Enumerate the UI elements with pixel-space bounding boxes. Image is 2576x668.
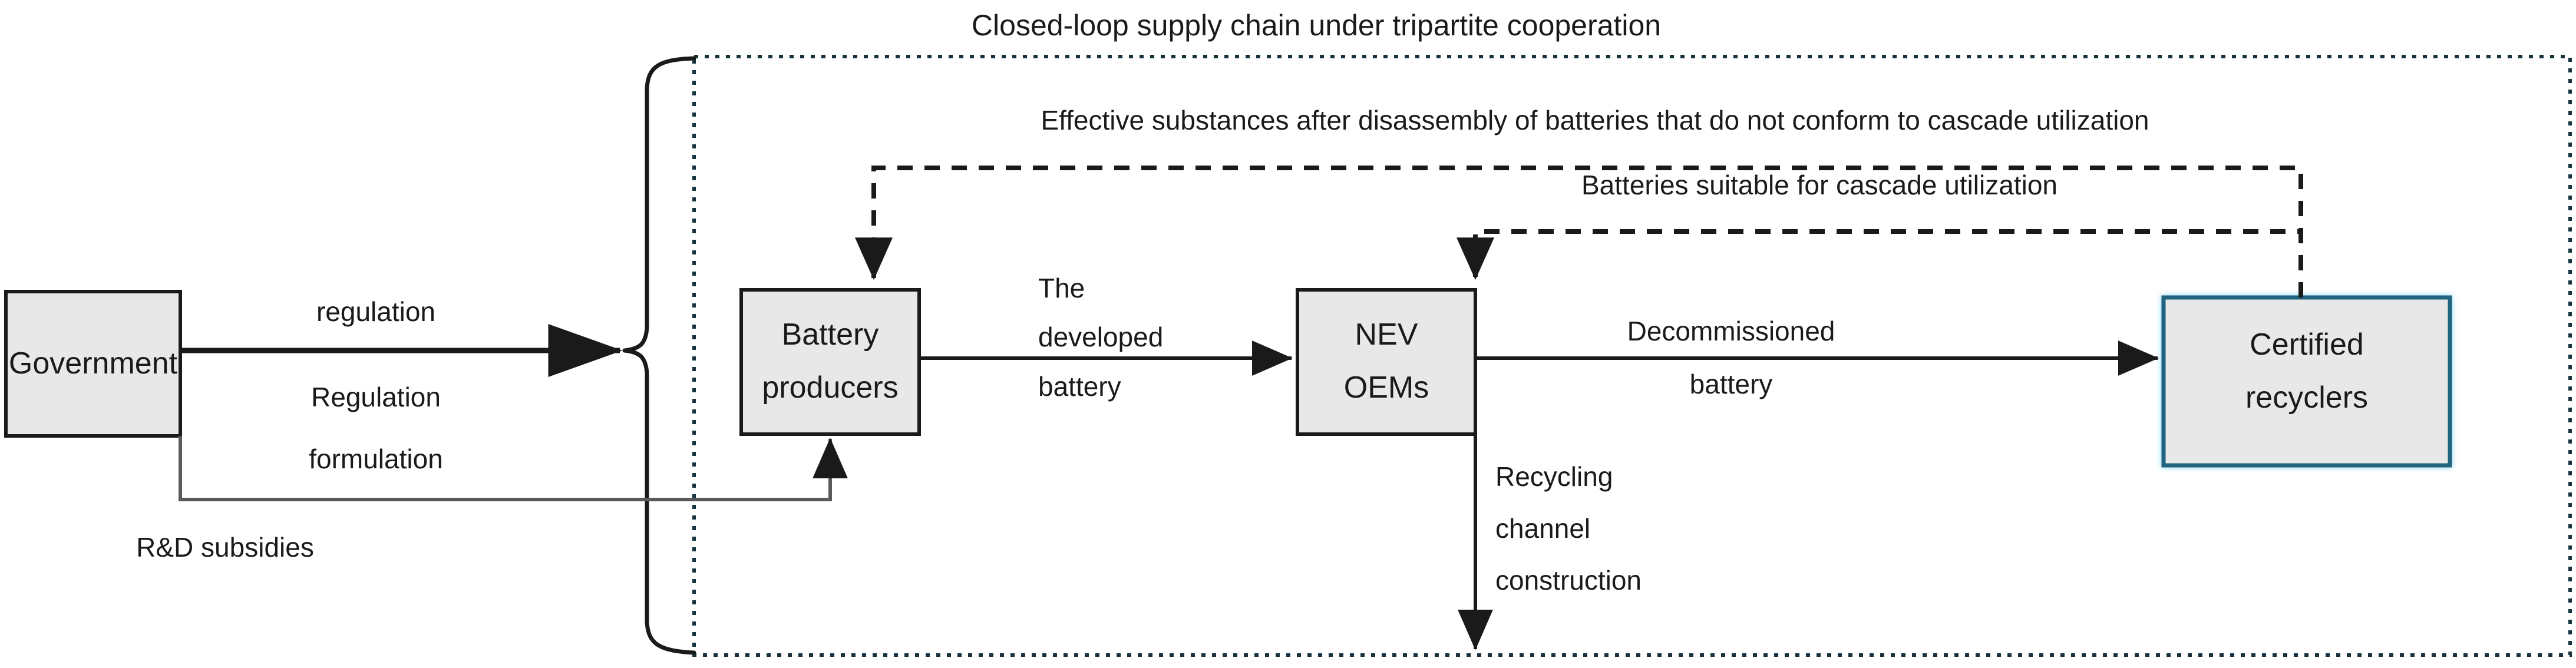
node-battery-producers-box[interactable]: [739, 288, 921, 436]
diagram-title: Closed-loop supply chain under tripartit…: [972, 9, 1661, 42]
edge-label-developed-battery-line2: developed: [1038, 322, 1163, 352]
edge-label-regulation-formulation-line1: Regulation: [311, 382, 441, 412]
edge-label-decommissioned-line1: Decommissioned: [1627, 316, 1835, 346]
node-nev-oems-box[interactable]: [1296, 288, 1477, 436]
supply-chain-boundary: [692, 55, 2572, 657]
edge-label-recycling-channel-line3: construction: [1495, 565, 1642, 596]
edge-label-rd-subsidies: R&D subsidies: [136, 532, 314, 563]
supply-chain-brace: [622, 56, 696, 655]
edge-label-developed-battery-line3: battery: [1038, 371, 1121, 402]
edge-label-cascade-batteries: Batteries suitable for cascade utilizati…: [1581, 170, 2058, 200]
node-certified-recyclers-box[interactable]: [2161, 295, 2452, 468]
edge-label-regulation-formulation-line2: formulation: [309, 444, 443, 474]
edge-label-effective-substances: Effective substances after disassembly o…: [1041, 105, 2149, 135]
edge-label-recycling-channel-line1: Recycling: [1495, 461, 1613, 492]
node-government-box[interactable]: [4, 290, 182, 438]
edge-label-decommissioned-line2: battery: [1690, 369, 1773, 399]
node-government-label: Government: [9, 346, 178, 381]
node-certified-recyclers-label-line1: Certified: [2250, 328, 2364, 362]
edge-label-developed-battery-line1: The: [1038, 273, 1085, 303]
edge-rd-subsidies: [179, 436, 848, 501]
edge-label-recycling-channel-line2: channel: [1495, 513, 1590, 544]
edge-label-regulation: regulation: [316, 296, 435, 327]
node-battery-producers-label-line2: producers: [762, 371, 898, 405]
node-nev-oems-label-line1: NEV: [1355, 318, 1418, 352]
node-nev-oems-label-line2: OEMs: [1344, 371, 1429, 405]
edge-cascade-batteries-feedback: [1457, 229, 2303, 297]
node-certified-recyclers-label-line2: recyclers: [2245, 381, 2368, 415]
node-battery-producers-label-line1: Battery: [782, 318, 879, 352]
